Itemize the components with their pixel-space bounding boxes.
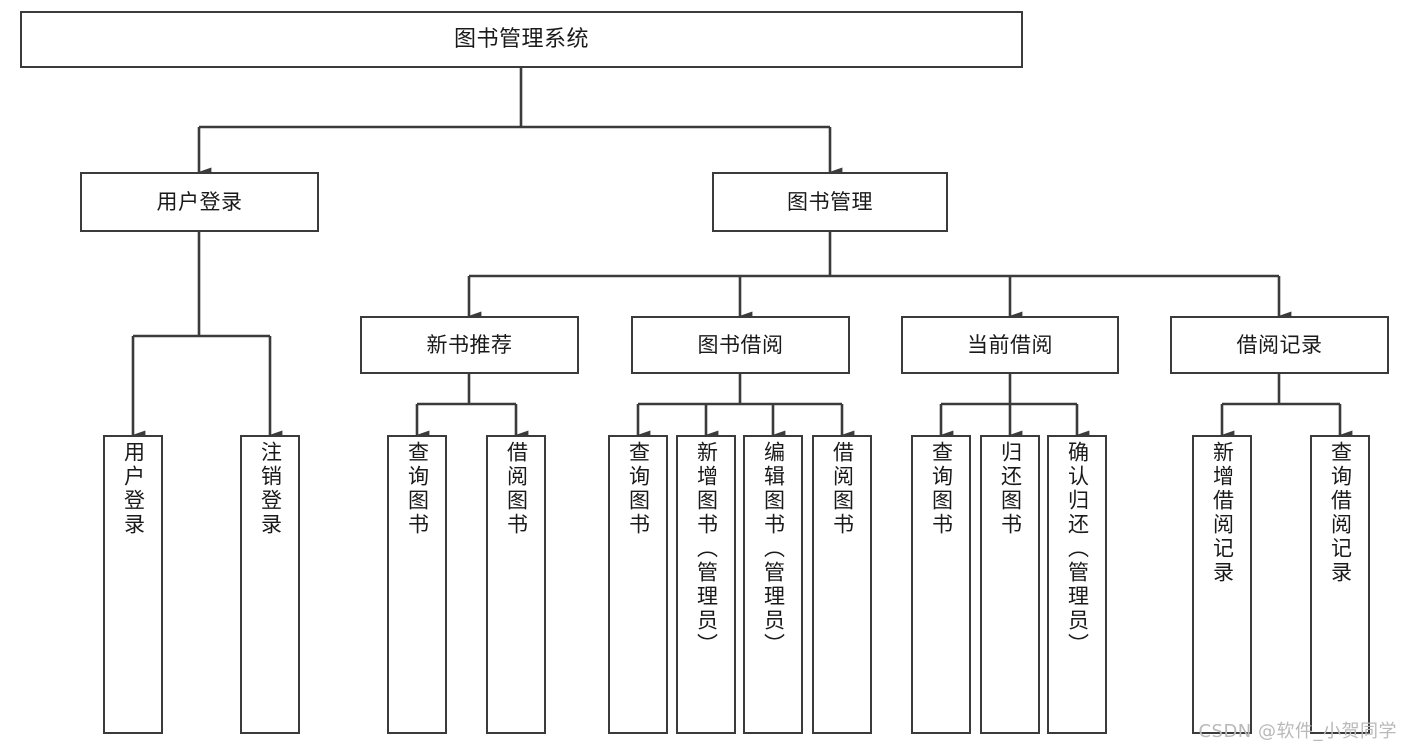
node-label: 图书借阅 [697,332,784,357]
node-label: 借阅图书 [830,441,855,537]
leaf-borrow-book-recommend[interactable]: 借阅图书 [486,435,546,734]
leaf-query-book-current[interactable]: 查询图书 [911,435,971,734]
node-root-book-management-system[interactable]: 图书管理系统 [20,11,1023,68]
node-new-book-recommend[interactable]: 新书推荐 [360,316,579,374]
node-label: 查询图书 [626,441,651,537]
leaf-return-book[interactable]: 归还图书 [980,435,1040,734]
node-book-borrow[interactable]: 图书借阅 [631,316,850,374]
node-label: 借阅图书 [504,441,529,537]
node-user-login[interactable]: 用户登录 [80,172,319,232]
node-label: 用户登录 [156,189,243,214]
csdn-watermark: CSDN @软件_小贺同学 [1198,721,1397,742]
node-label: 查询借阅记录 [1328,441,1353,585]
node-label: 新增借阅记录 [1210,441,1235,585]
node-label: 确认归还（管理员） [1065,441,1090,657]
leaf-confirm-return-admin[interactable]: 确认归还（管理员） [1047,435,1107,734]
leaf-logout-login[interactable]: 注销登录 [240,435,300,734]
leaf-user-login[interactable]: 用户登录 [103,435,163,734]
node-label: 编辑图书（管理员） [761,441,786,657]
node-borrow-record[interactable]: 借阅记录 [1170,316,1389,374]
node-label: 查询图书 [929,441,954,537]
node-label: 借阅记录 [1236,332,1323,357]
leaf-add-borrow-record[interactable]: 新增借阅记录 [1192,435,1252,734]
node-book-management[interactable]: 图书管理 [712,172,948,232]
leaf-edit-book-admin[interactable]: 编辑图书（管理员） [743,435,803,734]
node-label: 查询图书 [405,441,430,537]
node-label: 当前借阅 [967,332,1053,357]
node-label: 用户登录 [121,441,146,537]
node-label: 图书管理系统 [453,26,589,52]
leaf-query-book-recommend[interactable]: 查询图书 [387,435,447,734]
node-label: 新书推荐 [426,332,513,357]
leaf-add-book-admin[interactable]: 新增图书（管理员） [676,435,736,734]
node-label: 注销登录 [258,441,283,537]
leaf-query-borrow-record[interactable]: 查询借阅记录 [1310,435,1370,734]
node-current-borrow[interactable]: 当前借阅 [901,316,1119,374]
node-label: 图书管理 [787,189,873,214]
leaf-borrow-book-borrow[interactable]: 借阅图书 [812,435,872,734]
leaf-query-book-borrow[interactable]: 查询图书 [608,435,668,734]
node-label: 新增图书（管理员） [694,441,719,657]
node-label: 归还图书 [998,441,1023,537]
